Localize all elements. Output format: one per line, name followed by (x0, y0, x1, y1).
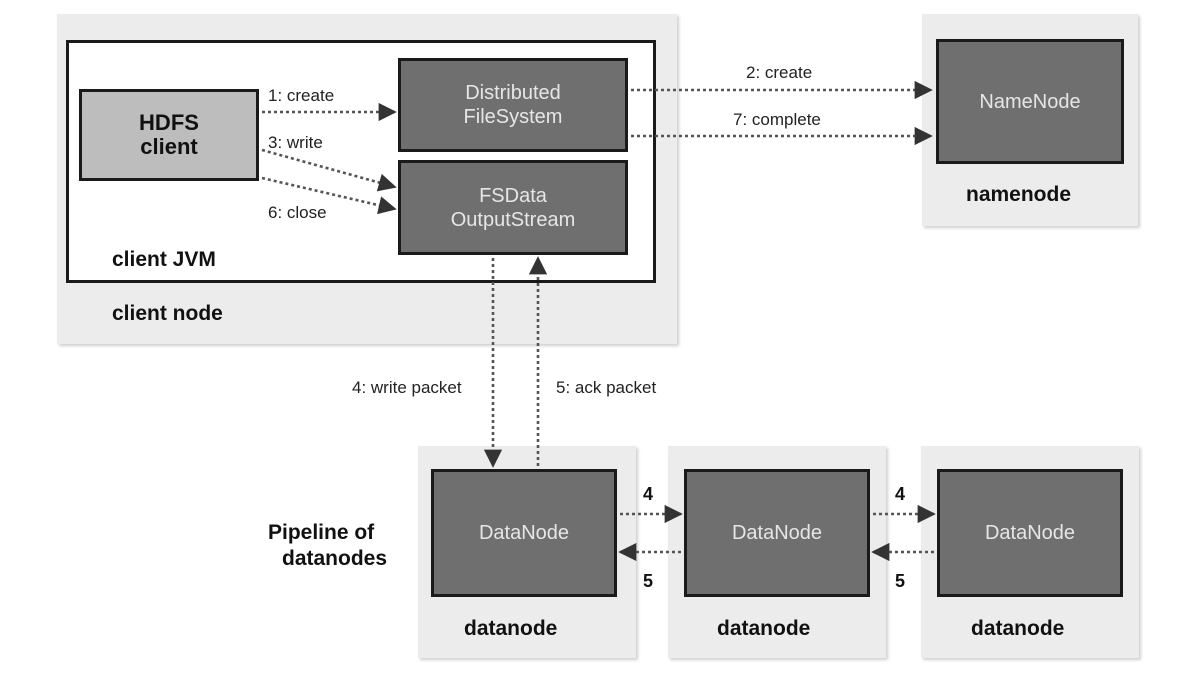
edge-label-2-create: 2: create (746, 63, 813, 82)
pipeline-label-fwd-a: 4 (643, 484, 654, 504)
fsdata-outputstream-line2: OutputStream (450, 208, 576, 231)
datanode-label-3: datanode (971, 617, 1065, 640)
datanode-box-1-text: DataNode (478, 522, 570, 544)
datanode-box-2: DataNode (684, 469, 870, 597)
edge-label-7-complete: 7: complete (733, 110, 821, 129)
datanode-box-2-text: DataNode (731, 522, 823, 544)
namenode-box-text: NameNode (979, 90, 1081, 113)
pipeline-label-line1: Pipeline of (268, 521, 375, 544)
hdfs-client-line1: HDFS (139, 110, 199, 135)
distributed-filesystem-box: Distributed FileSystem (398, 58, 628, 152)
client-node-label: client node (112, 302, 223, 325)
namenode-box: NameNode (936, 39, 1124, 164)
edge-label-5-ack-packet: 5: ack packet (556, 378, 657, 397)
pipeline-label-line2: datanodes (282, 547, 388, 570)
pipeline-label-back-b: 5 (895, 571, 906, 591)
fsdata-outputstream-line1: FSData (479, 184, 547, 207)
datanode-label-1: datanode (464, 617, 558, 640)
edge-label-6-close: 6: close (268, 203, 327, 222)
datanode-box-3-text: DataNode (984, 522, 1076, 544)
client-jvm-label: client JVM (112, 248, 216, 271)
edge-label-4-write-packet: 4: write packet (352, 378, 462, 397)
namenode-label: namenode (966, 183, 1072, 206)
distributed-filesystem-line1: Distributed (465, 82, 561, 104)
datanode-label-2: datanode (717, 617, 811, 640)
datanode-box-3: DataNode (937, 469, 1123, 597)
hdfs-client-box: HDFS client (79, 89, 259, 181)
edge-label-3-write: 3: write (268, 133, 323, 152)
distributed-filesystem-line2: FileSystem (463, 106, 563, 128)
pipeline-label-back-a: 5 (643, 571, 654, 591)
edge-label-1-create: 1: create (268, 86, 335, 105)
hdfs-client-line2: client (140, 134, 198, 159)
fsdata-outputstream-box: FSData OutputStream (398, 160, 628, 255)
pipeline-label-fwd-b: 4 (895, 484, 906, 504)
datanode-box-1: DataNode (431, 469, 617, 597)
